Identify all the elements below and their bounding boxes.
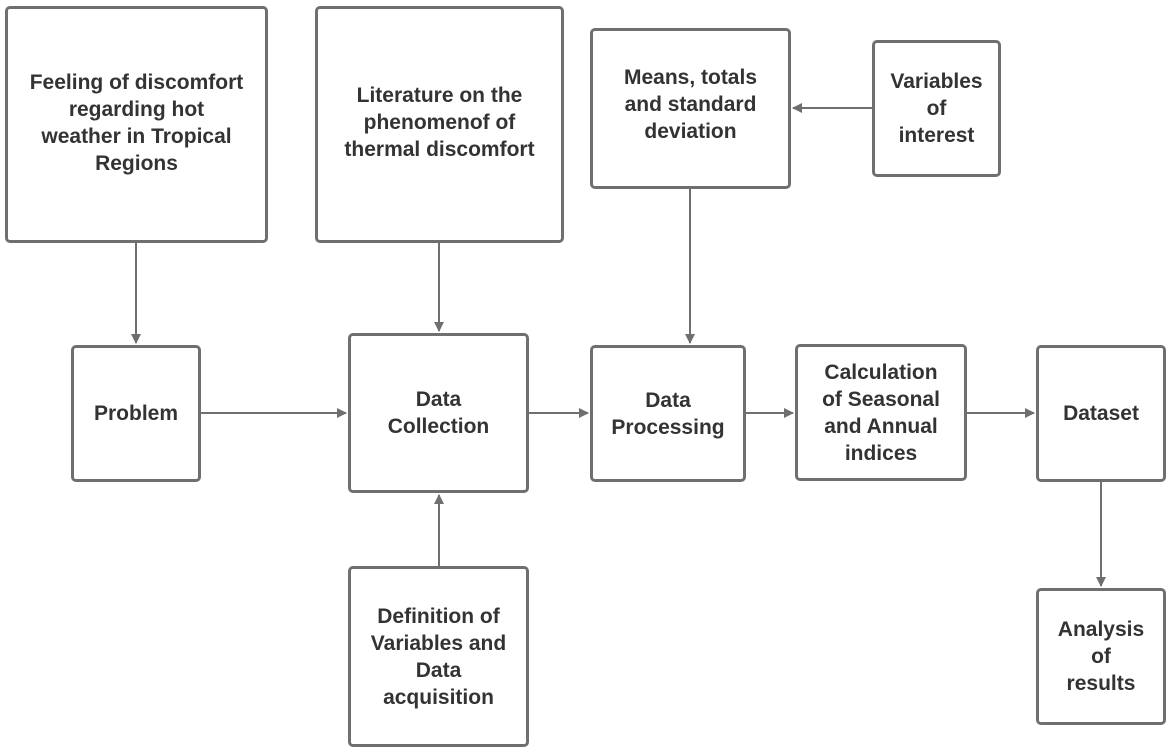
node-definition-of-variables: Definition of Variables and Data acquisi… [348, 566, 529, 747]
node-label: Definition of Variables and Data acquisi… [370, 604, 507, 709]
node-problem: Problem [71, 345, 201, 482]
node-label: Data Collection [387, 388, 490, 438]
node-variables-of-interest: Variables of interest [872, 40, 1001, 177]
node-calculation-indices: Calculation of Seasonal and Annual indic… [795, 344, 967, 481]
node-literature: Literature on the phenomenof of thermal … [315, 6, 564, 243]
node-label: Problem [93, 402, 179, 425]
node-label: Calculation of Seasonal and Annual indic… [822, 360, 940, 465]
node-label: Literature on the phenomenof of thermal … [344, 84, 535, 161]
node-means-totals: Means, totals and standard deviation [590, 28, 791, 189]
node-label: Analysis of results [1057, 618, 1145, 695]
node-feeling-of-discomfort: Feeling of discomfort regarding hot weat… [5, 6, 268, 243]
node-label: Feeling of discomfort regarding hot weat… [29, 71, 244, 175]
node-analysis-of-results: Analysis of results [1036, 588, 1166, 725]
node-data-processing: Data Processing [590, 345, 746, 482]
node-label: Dataset [1063, 402, 1139, 425]
node-label: Means, totals and standard deviation [623, 66, 758, 143]
node-label: Data Processing [611, 388, 725, 439]
node-dataset: Dataset [1036, 345, 1166, 482]
node-data-collection: Data Collection [348, 333, 529, 493]
node-label: Variables of interest [890, 70, 983, 147]
